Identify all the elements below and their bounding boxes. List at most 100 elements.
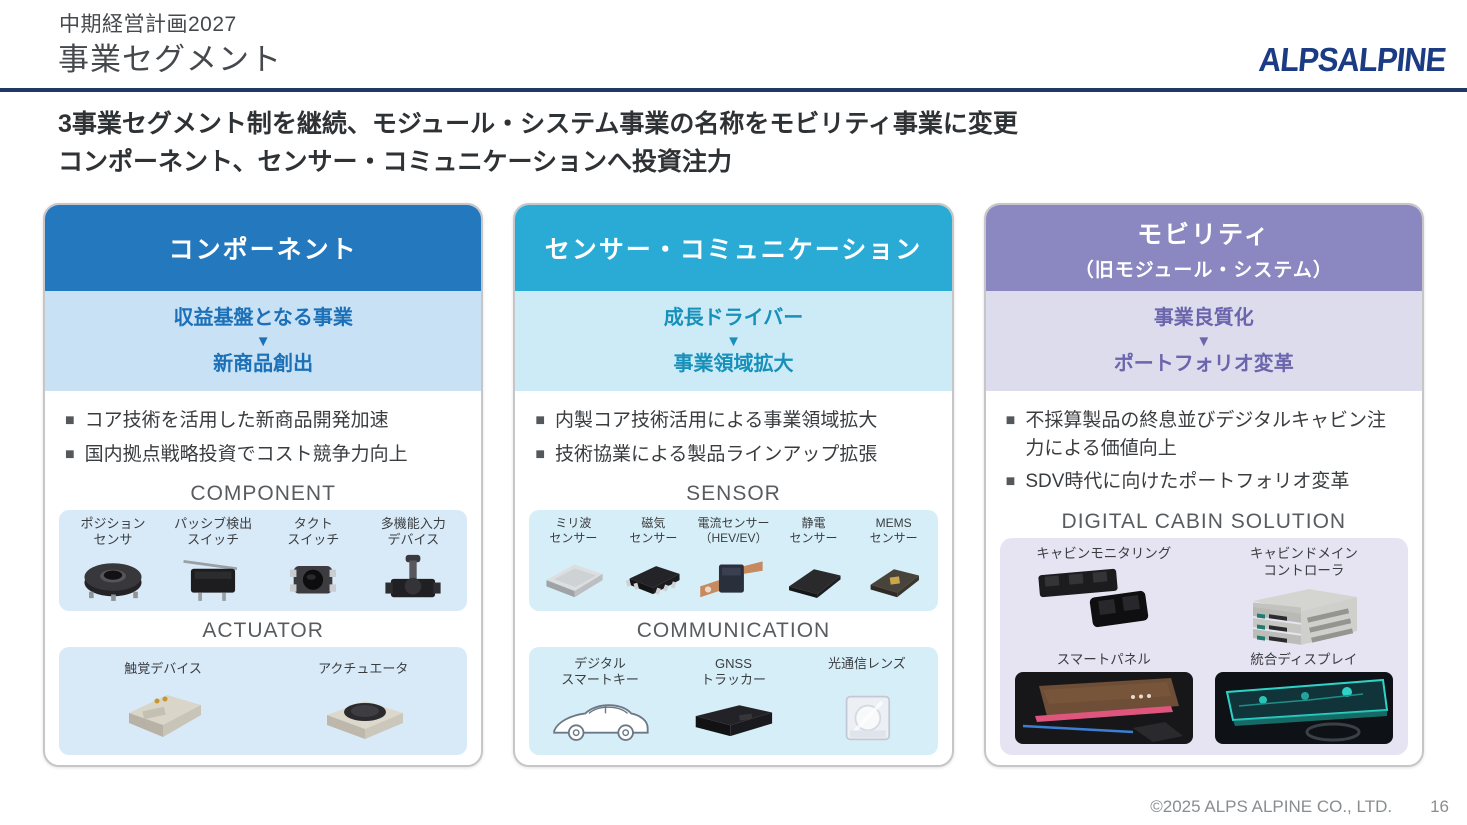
component-products: ポジション センサ パッシブ検出 スイ (59, 510, 468, 612)
page-number: 16 (1430, 797, 1449, 816)
square-bullet-icon: ■ (1005, 473, 1016, 491)
product-gnss-tracker: GNSS トラッカー (667, 656, 800, 747)
panel-mobility-header: モビリティ （旧モジュール・システム） (985, 205, 1422, 291)
bullet-item: ■ 技術協業による製品ラインアップ拡張 (535, 441, 933, 469)
square-bullet-icon: ■ (535, 445, 545, 463)
panel-sensor-communication: センサー・コミュニケーション 成長ドライバー ▼ 事業領域拡大 ■ 内製コア技術… (513, 203, 954, 767)
panel-sensor-communication-title: センサー・コミュニケーション (544, 236, 923, 264)
square-bullet-icon: ■ (65, 445, 75, 463)
bullet-text: 技術協業による製品ラインアップ拡張 (555, 443, 878, 465)
section-title-sensor: SENSOR (686, 482, 781, 506)
bullet-text: コア技術を活用した新商品開発加速 (84, 410, 389, 431)
magnetic-sensor-image (614, 549, 692, 605)
sensor-products: ミリ波 センサー 磁気 センサー (529, 510, 938, 612)
product-millimeter-wave-sensor: ミリ波 センサー (533, 516, 613, 605)
actuator-image (313, 679, 413, 741)
gnss-tracker-image (683, 689, 783, 747)
square-bullet-icon: ■ (535, 412, 545, 429)
bullet-item: ■ SDV時代に向けたポートフォリオ変革 (1006, 468, 1404, 496)
product-optical-communication-lens: 光通信レンズ (800, 656, 933, 747)
bullet-item: ■ 国内拠点戦略投資でコスト競争力向上 (65, 441, 463, 469)
communication-products: デジタル スマートキー GNSS トラ (529, 647, 938, 755)
down-arrow-icon: ▼ (1196, 332, 1212, 350)
square-bullet-icon: ■ (1005, 412, 1016, 429)
role-to: 事業領域拡大 (673, 352, 794, 375)
page-title: 事業セグメント (58, 42, 282, 77)
bullet-item: ■ 内製コア技術活用による事業領域拡大 (535, 407, 933, 435)
key-statement: 3事業セグメント制を継続、モジュール・システム事業の名称をモビリティ事業に変更 … (58, 106, 1467, 181)
slide-footer: ©2025 ALPS ALPINE CO., LTD. 16 (1150, 797, 1449, 817)
position-sensor-image (67, 549, 159, 605)
section-title-actuator: ACTUATOR (202, 619, 324, 643)
panel-mobility-role: 事業良質化 ▼ ポートフォリオ変革 (985, 291, 1422, 391)
role-to: ポートフォリオ変革 (1113, 352, 1294, 375)
square-bullet-icon: ■ (65, 412, 75, 429)
multi-function-input-device-image (367, 549, 459, 605)
product-tact-switch: タクト スイッチ (263, 516, 363, 605)
product-current-sensor: 電流センサー （HEV/EV） (693, 516, 773, 605)
integrated-display-image (1213, 670, 1395, 746)
section-title-digital-cabin: DIGITAL CABIN SOLUTION (1061, 509, 1347, 533)
millimeter-wave-sensor-image (534, 549, 612, 605)
slide-header: 中期経営計画2027 事業セグメント ALPSALPINE (0, 0, 1467, 88)
passive-detection-switch-image (167, 549, 259, 605)
statement-line-2: コンポーネント、センサー・コミュニケーションへ投資注力 (58, 147, 733, 176)
product-smart-panel: スマートパネル (1004, 652, 1204, 747)
product-multi-function-input-device: 多機能入力 デバイス (363, 516, 463, 605)
section-title-component: COMPONENT (190, 482, 336, 506)
panel-components-role: 収益基盤となる事業 ▼ 新商品創出 (45, 291, 482, 391)
section-title-communication: COMMUNICATION (636, 619, 831, 643)
bullet-text: 不採算製品の終息並びデジタルキャビン注力による価値向上 (1025, 410, 1386, 459)
cabin-domain-controller-image (1239, 579, 1369, 647)
role-from: 事業良質化 (1153, 306, 1254, 329)
bullet-item: ■ 不採算製品の終息並びデジタルキャビン注力による価値向上 (1006, 407, 1404, 462)
bullet-item: ■ コア技術を活用した新商品開発加速 (65, 407, 463, 435)
optical-communication-lens-image (827, 689, 907, 747)
current-sensor-image (694, 549, 772, 605)
panel-mobility-subtitle: （旧モジュール・システム） (1074, 259, 1333, 281)
tact-switch-image (267, 549, 359, 605)
product-cabin-domain-controller: キャビンドメイン コントローラ (1204, 546, 1404, 649)
panel-components-header: コンポーネント (45, 205, 482, 291)
product-cabin-monitoring: キャビンモニタリング (1004, 546, 1204, 649)
panel-components-title: コンポーネント (168, 236, 358, 264)
product-position-sensor: ポジション センサ (63, 516, 163, 605)
down-arrow-icon: ▼ (726, 332, 741, 350)
copyright-text: ©2025 ALPS ALPINE CO., LTD. (1150, 797, 1393, 816)
panel-sensor-communication-header: センサー・コミュニケーション (515, 205, 952, 291)
product-passive-detection-switch: パッシブ検出 スイッチ (163, 516, 263, 605)
cabin-monitoring-image (1029, 564, 1179, 636)
panel-components-body: ■ コア技術を活用した新商品開発加速 ■ 国内拠点戦略投資でコスト競争力向上 C… (45, 391, 481, 765)
capacitive-sensor-image (775, 549, 853, 605)
smart-panel-image (1013, 670, 1195, 746)
digital-cabin-products: キャビンモニタリング キャビンドメイン (999, 537, 1408, 755)
digital-smart-key-image (545, 689, 655, 747)
segment-panels: コンポーネント 収益基盤となる事業 ▼ 新商品創出 ■ コア技術を活用した新商品… (0, 203, 1467, 767)
header-divider (0, 88, 1467, 92)
mems-sensor-image (855, 549, 933, 605)
product-digital-smart-key: デジタル スマートキー (533, 656, 666, 747)
product-haptic-device: 触覚デバイス (63, 661, 263, 741)
role-to: 新商品創出 (213, 352, 314, 375)
product-capacitive-sensor: 静電 センサー (774, 516, 854, 605)
down-arrow-icon: ▼ (255, 332, 271, 350)
product-magnetic-sensor: 磁気 センサー (613, 516, 693, 605)
panel-mobility-title: モビリティ (1137, 220, 1271, 249)
product-integrated-display: 統合ディスプレイ (1204, 652, 1404, 747)
product-mems-sensor: MEMS センサー (854, 516, 934, 605)
panel-sensor-communication-body: ■ 内製コア技術活用による事業領域拡大 ■ 技術協業による製品ラインアップ拡張 … (515, 391, 951, 765)
actuator-products: 触覚デバイス アクチュエータ (59, 647, 468, 755)
role-from: 収益基盤となる事業 (173, 306, 353, 329)
role-from: 成長ドライバー (663, 306, 804, 329)
haptic-device-image (113, 679, 213, 741)
alps-alpine-logo: ALPSALPINE (1256, 40, 1447, 79)
bullet-text: 内製コア技術活用による事業領域拡大 (555, 410, 878, 431)
product-actuator: アクチュエータ (263, 661, 463, 741)
panel-mobility: モビリティ （旧モジュール・システム） 事業良質化 ▼ ポートフォリオ変革 ■ … (983, 203, 1424, 767)
bullet-text: 国内拠点戦略投資でコスト競争力向上 (84, 443, 408, 465)
bullet-text: SDV時代に向けたポートフォリオ変革 (1025, 471, 1350, 493)
panel-sensor-communication-role: 成長ドライバー ▼ 事業領域拡大 (515, 291, 952, 391)
panel-mobility-body: ■ 不採算製品の終息並びデジタルキャビン注力による価値向上 ■ SDV時代に向け… (986, 391, 1422, 765)
panel-components: コンポーネント 収益基盤となる事業 ▼ 新商品創出 ■ コア技術を活用した新商品… (43, 203, 484, 767)
plan-kicker: 中期経営計画2027 (59, 13, 237, 36)
